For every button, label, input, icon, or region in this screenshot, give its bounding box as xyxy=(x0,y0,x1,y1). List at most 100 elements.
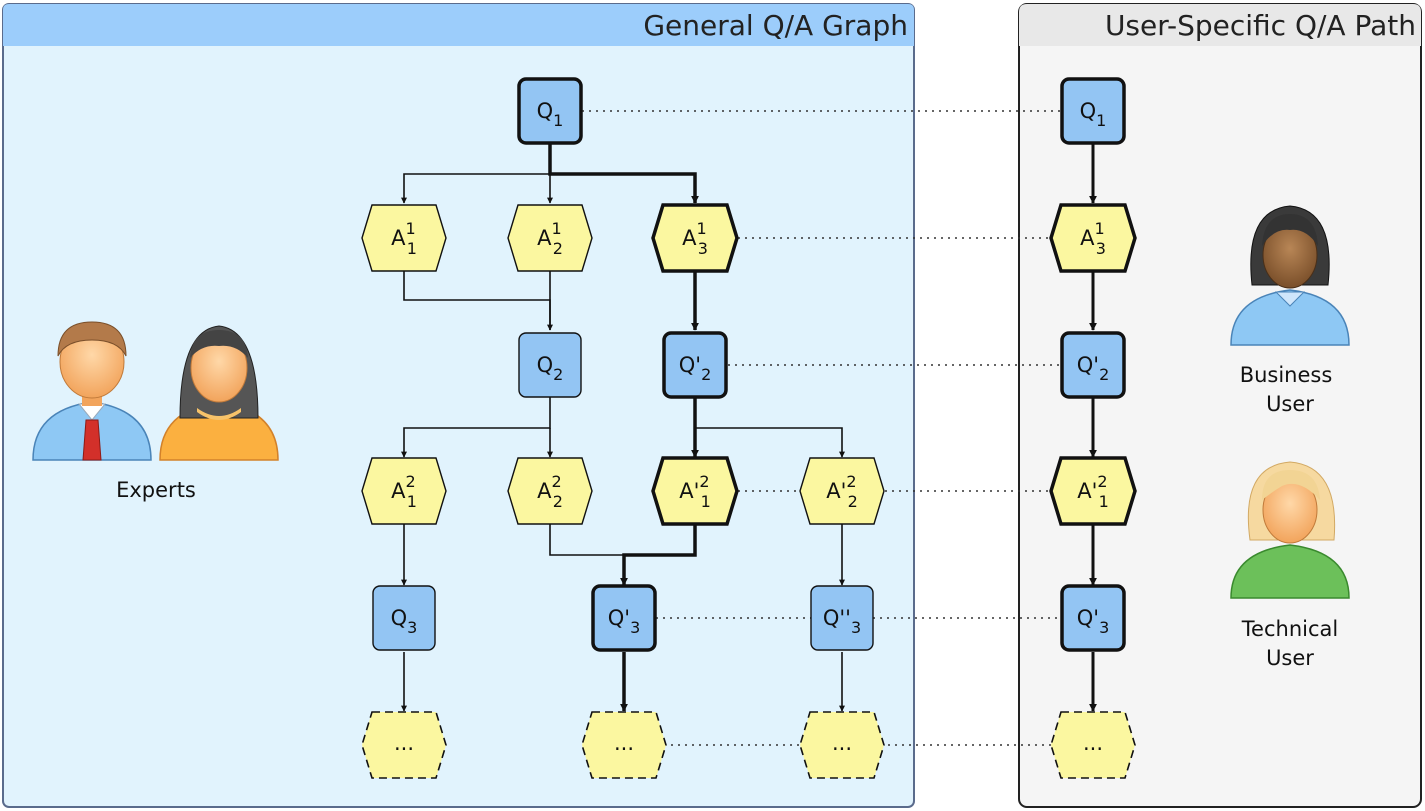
qpp3-label: Q''3 xyxy=(823,606,861,637)
question-node-u_qp2: Q'2 xyxy=(1060,331,1126,399)
a22-base: A xyxy=(537,479,552,503)
a21-sub: 1 xyxy=(407,492,417,511)
u_a13-sub: 3 xyxy=(1096,239,1106,258)
ap21-sup: 2 xyxy=(699,472,709,491)
ap21-sub: 1 xyxy=(701,492,711,511)
ap21-base: A' xyxy=(679,479,699,503)
ellipsis-label: ... xyxy=(394,731,414,755)
u_a13-sup: 1 xyxy=(1095,219,1105,238)
ellipsis-node-1: ... xyxy=(361,711,447,779)
qp3-base: Q' xyxy=(608,606,630,630)
ellipsis-node-2: ... xyxy=(581,711,667,779)
business-user-label-line2: User xyxy=(1266,392,1314,416)
user-panel-title: User-Specific Q/A Path xyxy=(1105,9,1416,42)
technical-user-icon xyxy=(1230,461,1350,599)
ellipsis-node-3: ... xyxy=(799,711,885,779)
q1-base: Q xyxy=(537,99,554,123)
q3-base: Q xyxy=(391,606,408,630)
a21-base: A xyxy=(391,479,406,503)
a12-sup: 1 xyxy=(552,219,562,238)
u_ap21-sub: 1 xyxy=(1099,492,1109,511)
a22-sup: 2 xyxy=(552,472,562,491)
u_qp3-label: Q'3 xyxy=(1077,606,1110,637)
qp3-label: Q'3 xyxy=(608,606,641,637)
u_ap21-base: A' xyxy=(1077,479,1097,503)
ellipsis-label: ... xyxy=(1083,731,1103,755)
general-connectors xyxy=(401,143,845,712)
a13-base: A xyxy=(682,226,697,250)
a22-sub: 2 xyxy=(553,492,563,511)
experts-label: Experts xyxy=(116,478,196,502)
qpp3-sub: 3 xyxy=(851,618,861,637)
q3-label: Q3 xyxy=(391,606,418,637)
q1-label: Q1 xyxy=(537,99,564,130)
a13-sub: 3 xyxy=(698,239,708,258)
u_q1-label: Q1 xyxy=(1080,99,1107,130)
question-node-qp3: Q'3 xyxy=(591,584,657,652)
business-user-icon xyxy=(1230,205,1350,346)
ellipsis-node-user: ... xyxy=(1050,711,1136,779)
a21-sup: 2 xyxy=(406,472,416,491)
u_a13-base: A xyxy=(1080,226,1095,250)
question-node-qp2: Q'2 xyxy=(662,331,728,399)
u_qp3-sub: 3 xyxy=(1099,618,1109,637)
a13-sup: 1 xyxy=(697,219,707,238)
ap22-base: A' xyxy=(826,479,846,503)
qp2-sub: 2 xyxy=(701,365,711,384)
u_qp2-label: Q'2 xyxy=(1077,353,1110,384)
question-node-q3: Q3 xyxy=(372,585,436,651)
question-node-qpp3: Q''3 xyxy=(810,585,874,651)
ellipsis-label: ... xyxy=(614,731,634,755)
q2-label: Q2 xyxy=(537,353,564,384)
u_qp3-base: Q' xyxy=(1077,606,1099,630)
u_q1-base: Q xyxy=(1080,99,1097,123)
question-node-q1: Q1 xyxy=(517,77,583,145)
question-node-u_q1: Q1 xyxy=(1060,77,1126,145)
a12-base: A xyxy=(537,226,552,250)
u_q1-sub: 1 xyxy=(1096,111,1106,130)
ap22-sub: 2 xyxy=(848,492,858,511)
ap22-sup: 2 xyxy=(846,472,856,491)
male-expert-icon xyxy=(32,321,152,461)
question-node-u_qp3: Q'3 xyxy=(1060,584,1126,652)
a11-sub: 1 xyxy=(407,239,417,258)
q1-sub: 1 xyxy=(553,111,563,130)
u_qp2-sub: 2 xyxy=(1099,365,1109,384)
correspondence-lines xyxy=(582,110,1061,746)
female-expert-icon xyxy=(159,325,279,461)
general-panel: General Q/A Graph xyxy=(2,3,915,808)
technical-user-label-line2: User xyxy=(1266,646,1314,670)
q2-base: Q xyxy=(537,353,554,377)
ellipsis-label: ... xyxy=(832,731,852,755)
question-node-q2: Q2 xyxy=(518,332,582,398)
u_ap21-sup: 2 xyxy=(1097,472,1107,491)
qp2-base: Q' xyxy=(679,353,701,377)
q3-sub: 3 xyxy=(407,618,417,637)
a12-sub: 2 xyxy=(553,239,563,258)
u_qp2-base: Q' xyxy=(1077,353,1099,377)
qpp3-base: Q'' xyxy=(823,606,851,630)
a11-sup: 1 xyxy=(406,219,416,238)
general-panel-title: General Q/A Graph xyxy=(643,9,908,42)
technical-user-label-line1: Technical xyxy=(1241,617,1338,641)
